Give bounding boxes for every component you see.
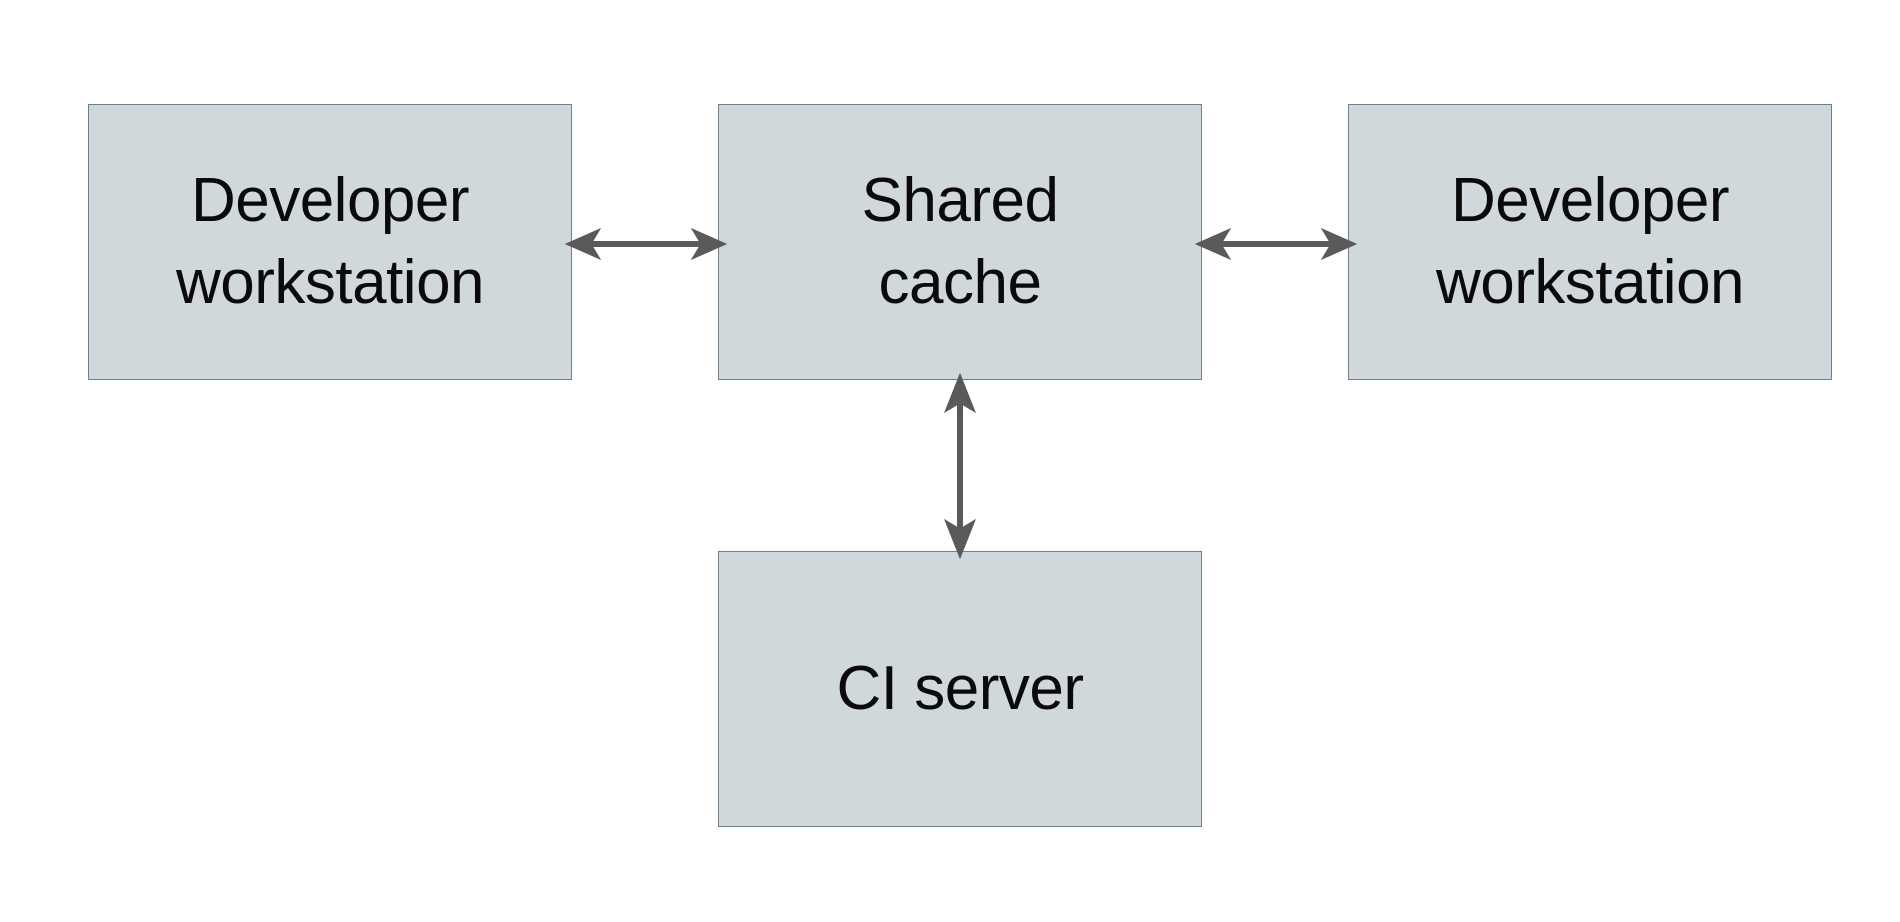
node-ci-server[interactable]: CI server — [718, 551, 1202, 827]
edge-developer-left-to-shared-cache — [564, 227, 728, 261]
node-label: Shared cache — [861, 166, 1059, 317]
node-label: Developer workstation — [175, 166, 485, 317]
node-label: CI server — [836, 654, 1084, 724]
node-developer-workstation-left[interactable]: Developer workstation — [88, 104, 572, 380]
edge-shared-cache-to-ci-server — [943, 372, 977, 560]
edge-shared-cache-to-developer-right — [1194, 227, 1358, 261]
node-label: Developer workstation — [1435, 166, 1745, 317]
node-shared-cache[interactable]: Shared cache — [718, 104, 1202, 380]
node-developer-workstation-right[interactable]: Developer workstation — [1348, 104, 1832, 380]
